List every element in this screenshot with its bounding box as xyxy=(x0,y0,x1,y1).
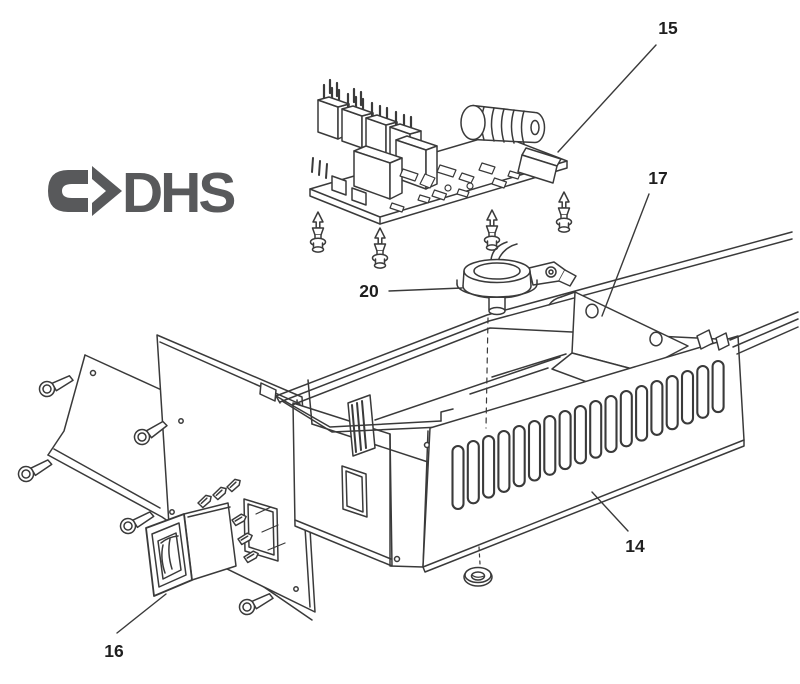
vent-slot xyxy=(619,389,633,448)
screw xyxy=(237,592,276,617)
vent-slot xyxy=(573,404,587,465)
vent-slot xyxy=(558,409,572,471)
small-components xyxy=(389,162,521,213)
logo-text: DHS xyxy=(122,161,234,225)
vent-slot xyxy=(680,369,695,425)
vent-slots xyxy=(451,359,725,511)
dhs-arrow-logo-icon xyxy=(48,170,88,212)
leader-line-14 xyxy=(591,491,629,532)
vent-slot xyxy=(650,379,664,436)
vent-slot xyxy=(604,394,618,454)
vent-slot xyxy=(482,434,496,499)
vent-slot xyxy=(543,414,557,476)
chassis-base xyxy=(275,231,799,573)
thermostat xyxy=(456,241,577,429)
vent-slot xyxy=(512,424,526,488)
rocker-switch xyxy=(145,477,286,597)
leader-line-16 xyxy=(116,593,167,634)
part-label-14: 14 xyxy=(625,536,645,556)
callout-labels: 15 17 20 14 16 xyxy=(104,18,678,661)
vent-slot xyxy=(527,419,542,482)
vent-slot xyxy=(711,359,725,414)
dhs-logo: DHS xyxy=(48,161,237,225)
screw xyxy=(37,374,76,399)
part-label-20: 20 xyxy=(359,281,379,301)
cylinder-component xyxy=(460,104,546,145)
callout-leaders xyxy=(116,44,657,634)
vent-slot xyxy=(589,399,603,459)
screw xyxy=(16,458,55,484)
part-label-17: 17 xyxy=(648,168,667,188)
vent-slot xyxy=(635,384,649,442)
part-label-15: 15 xyxy=(658,18,678,38)
dhs-arrow-head-icon xyxy=(92,166,122,216)
vent-slot xyxy=(451,444,465,511)
vent-slot xyxy=(497,429,511,493)
vent-slot xyxy=(466,439,480,505)
leader-line-20 xyxy=(388,287,463,292)
part-label-16: 16 xyxy=(104,641,124,661)
circuit-board-assembly xyxy=(309,78,568,225)
vent-slot xyxy=(696,364,710,419)
grommet-nut xyxy=(463,546,493,587)
assembly-axis-dashed-line xyxy=(485,317,489,429)
leader-line-15 xyxy=(557,44,657,153)
leader-line-17 xyxy=(601,193,650,317)
ventilated-panel xyxy=(422,335,745,573)
front-l-bracket-panel xyxy=(47,354,313,621)
switch-cutout xyxy=(243,498,279,562)
vent-slot xyxy=(665,374,679,431)
